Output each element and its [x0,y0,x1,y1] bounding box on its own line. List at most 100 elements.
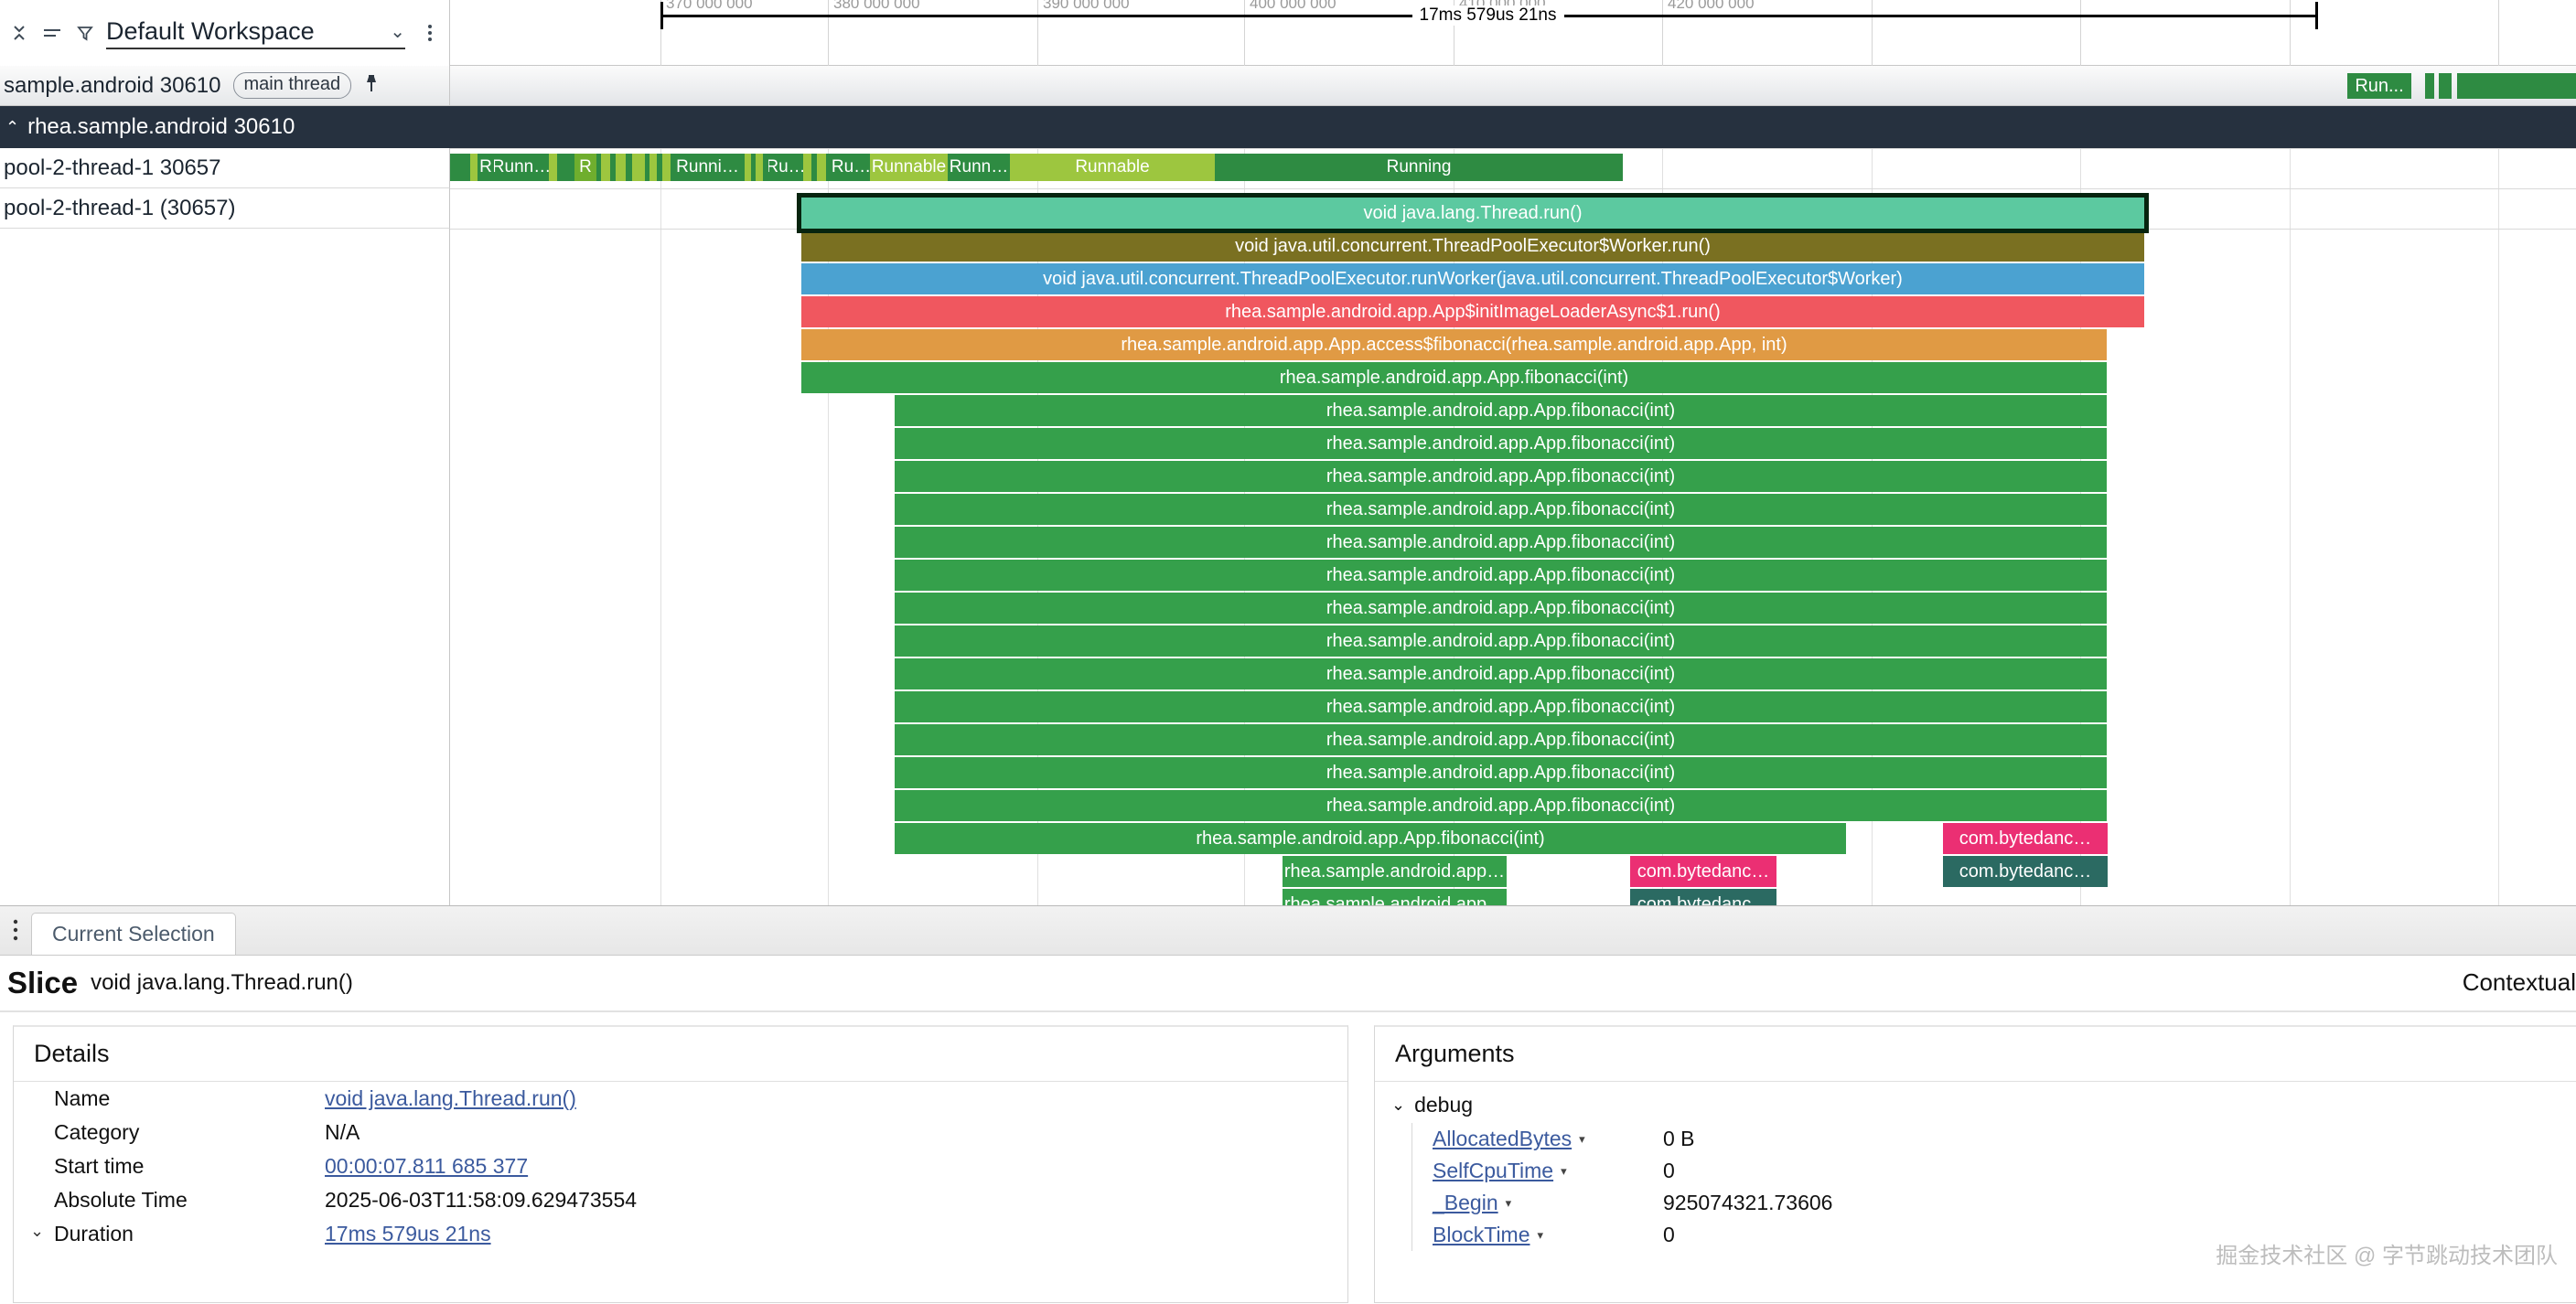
thread-state-segment[interactable] [826,154,832,181]
slice[interactable]: rhea.sample.android.app.App.access$fibon… [801,329,2107,360]
thread-state-segment[interactable] [616,154,626,181]
thread-state-segment[interactable] [649,154,657,181]
details-row-value[interactable]: 17ms 579us 21ns [325,1217,1347,1251]
argument-key-link[interactable]: _Begin [1433,1191,1498,1214]
thread-state-segment[interactable]: Runn… [948,154,1010,181]
slice[interactable]: rhea.sample.android.app.App.fibonacci(in… [895,395,2107,426]
slice[interactable]: rhea.sample.android.app.App.fibonacci(in… [895,527,2107,558]
thread-state-segment[interactable] [450,154,470,181]
more-vert-icon[interactable] [418,21,442,45]
slice[interactable]: void java.util.concurrent.ThreadPoolExec… [801,230,2144,262]
details-value-link[interactable]: void java.lang.Thread.run() [325,1086,576,1110]
chevron-up-icon[interactable]: ⌃ [5,117,20,136]
argument-key[interactable]: AllocatedBytes ▾ [1433,1127,1663,1151]
slice[interactable]: rhea.sample.android.app.App.fibonacci(in… [895,691,2107,722]
thread-state-segment[interactable] [549,154,557,181]
argument-key[interactable]: _Begin ▾ [1433,1191,1663,1215]
process-summary-label[interactable]: sample.android 30610 main thread [0,66,450,105]
thread-state-segment[interactable] [756,154,763,181]
panel-drag-handle-icon[interactable] [0,905,31,955]
thread-state-segment[interactable] [596,154,601,181]
chevron-down-icon[interactable]: ▾ [1537,1227,1544,1242]
details-row-value[interactable]: void java.lang.Thread.run() [325,1082,1347,1116]
menu-icon[interactable] [40,21,64,45]
argument-key[interactable]: BlockTime ▾ [1433,1223,1663,1247]
slice[interactable]: com.bytedanc… [1630,889,1776,905]
thread-state-segment[interactable] [601,154,610,181]
slice[interactable]: com.bytedanc… [1943,856,2108,887]
process-slice[interactable] [2457,73,2576,99]
thread-state-segment[interactable] [470,154,478,181]
process-summary-track[interactable]: Run... [450,66,2576,105]
pin-icon[interactable] [363,73,380,98]
collapse-icon[interactable] [7,21,31,45]
argument-key-link[interactable]: BlockTime [1433,1223,1530,1246]
thread-state-segment[interactable] [763,154,768,181]
track-label-1[interactable]: pool-2-thread-1 (30657) [0,188,450,229]
slice[interactable]: rhea.sample.android.app.App.fibonacci(in… [895,625,2107,657]
slice[interactable]: rhea.sample.android.app.App.fibonacci(in… [895,724,2107,755]
thread-state-segment[interactable] [557,154,574,181]
workspace-selector[interactable]: Default Workspace ⌄ [106,17,405,49]
slice[interactable]: rhea.sample.android.app… [1283,856,1507,887]
slice[interactable]: rhea.sample.android.app.App.fibonacci(in… [895,757,2107,788]
tab-current-selection[interactable]: Current Selection [31,913,236,955]
chevron-down-icon[interactable]: ▾ [1579,1131,1585,1146]
chevron-down-icon[interactable]: ⌄ [30,1222,45,1240]
slice[interactable]: rhea.sample.android.app.App$initImageLoa… [801,296,2144,327]
thread-state-segment[interactable]: Running [1215,154,1623,181]
thread-state-segment[interactable]: Runni… [671,154,745,181]
slice[interactable]: void java.lang.Thread.run() [797,193,2149,233]
thread-state-segment[interactable]: R [574,154,596,181]
slice[interactable]: rhea.sample.android.app.App.fibonacci(in… [895,494,2107,525]
thread-state-segment[interactable]: R [478,154,494,181]
slice[interactable]: com.bytedanc… [1943,823,2108,854]
details-row-value[interactable]: 00:00:07.811 685 377 [325,1149,1347,1183]
process-summary-row[interactable]: sample.android 30610 main thread Run... [0,66,2576,106]
chevron-down-icon[interactable]: ▾ [1505,1195,1512,1210]
thread-state-segment[interactable] [662,154,671,181]
thread-state-segment[interactable] [645,154,649,181]
thread-state-segment[interactable] [803,154,811,181]
slice[interactable]: rhea.sample.android.app.App.fibonacci(in… [895,428,2107,459]
slice[interactable]: rhea.sample.android.app.App.fibonacci(in… [895,658,2107,689]
slice[interactable]: rhea.sample.android.app… [1283,889,1507,905]
slice[interactable]: rhea.sample.android.app.App.fibonacci(in… [801,362,2107,393]
track-label-0[interactable]: pool-2-thread-1 30657 [0,148,450,188]
slice[interactable]: rhea.sample.android.app.App.fibonacci(in… [895,461,2107,492]
process-slice[interactable] [2425,73,2434,99]
slice[interactable]: rhea.sample.android.app.App.fibonacci(in… [895,790,2107,821]
argument-key[interactable]: SelfCpuTime ▾ [1433,1159,1663,1183]
thread-state-segment[interactable]: Runnable [1010,154,1215,181]
thread-state-segment[interactable] [811,154,817,181]
process-group-header[interactable]: ⌃ rhea.sample.android 30610 [0,106,2576,148]
thread-state-segment[interactable] [657,154,662,181]
chevron-down-icon[interactable]: ⌄ [390,21,405,42]
thread-state-segment[interactable] [745,154,751,181]
chevron-down-icon[interactable]: ⌄ [1391,1096,1406,1114]
contextual-options-label[interactable]: Contextual [2462,968,2576,996]
process-slice[interactable] [2439,73,2452,99]
argument-key-link[interactable]: SelfCpuTime [1433,1159,1554,1182]
details-value-link[interactable]: 17ms 579us 21ns [325,1222,491,1245]
process-group-label[interactable]: ⌃ rhea.sample.android 30610 [0,106,450,148]
chevron-down-icon[interactable]: ▾ [1561,1163,1567,1178]
thread-state-segment[interactable] [817,154,826,181]
slice[interactable]: com.bytedanc… [1630,856,1776,887]
argument-key-link[interactable]: AllocatedBytes [1433,1127,1572,1150]
slice[interactable]: rhea.sample.android.app.App.fibonacci(in… [895,823,1846,854]
slice[interactable]: rhea.sample.android.app.App.fibonacci(in… [895,593,2107,624]
slice[interactable]: rhea.sample.android.app.App.fibonacci(in… [895,560,2107,591]
filter-icon[interactable] [73,21,97,45]
thread-state-segment[interactable] [626,154,632,181]
details-value-link[interactable]: 00:00:07.811 685 377 [325,1154,529,1178]
thread-state-segment[interactable]: Runn… [494,154,549,181]
slice[interactable]: void java.util.concurrent.ThreadPoolExec… [801,263,2144,294]
arguments-group-header[interactable]: ⌄ debug [1391,1093,2576,1117]
process-slice[interactable]: Run... [2347,73,2411,99]
thread-state-segment[interactable]: Runnable [870,154,948,181]
thread-state-segment[interactable] [632,154,645,181]
thread-state-segment[interactable]: Ru… [832,154,870,181]
thread-state-segment[interactable]: Ru… [768,154,803,181]
